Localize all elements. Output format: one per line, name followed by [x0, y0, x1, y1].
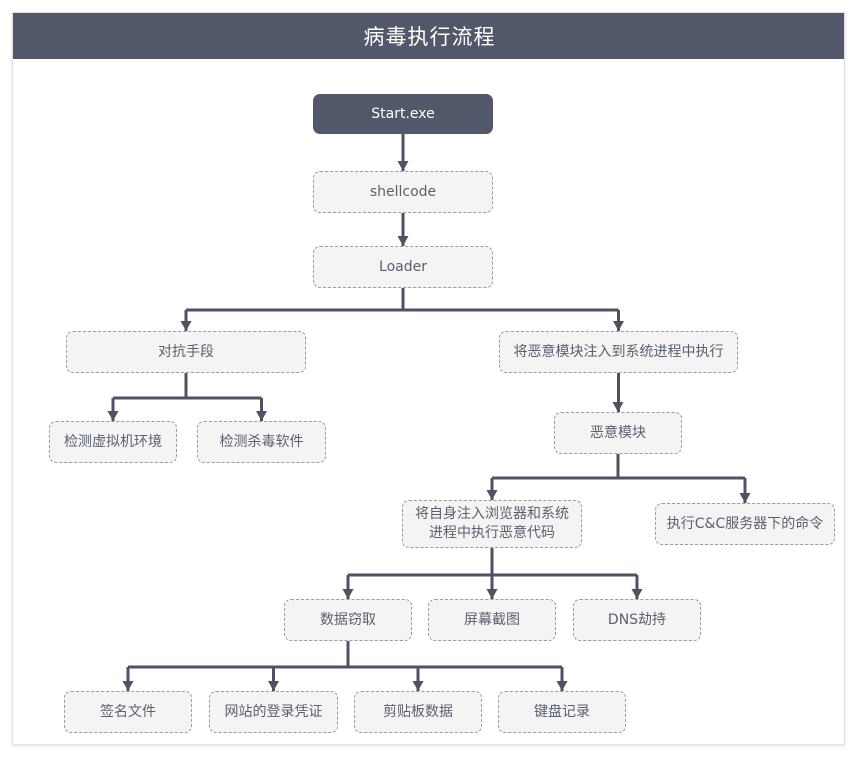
flow-node-label: 检测杀毒软件 [219, 433, 304, 450]
flow-node-label: 网站的登录凭证 [224, 703, 323, 720]
flow-node-label: 对抗手段 [158, 343, 214, 360]
flow-node-label: Start.exe [371, 105, 435, 122]
flow-node-label: 数据窃取 [320, 611, 376, 628]
flow-node-label: DNS劫持 [607, 611, 667, 628]
flow-arrowhead [268, 681, 279, 691]
flow-node-label: 键盘记录 [534, 703, 590, 720]
flow-node-label: 签名文件 [100, 703, 156, 720]
flow-node-inject[interactable]: 将恶意模块注入到系统进程中执行 [499, 331, 738, 373]
flow-node-clipboard[interactable]: 剪贴板数据 [354, 691, 482, 733]
flow-node-keylog[interactable]: 键盘记录 [498, 691, 626, 733]
flow-arrowhead [631, 589, 643, 599]
flow-node-steal[interactable]: 数据窃取 [284, 599, 412, 641]
flow-node-shellcode[interactable]: shellcode [313, 171, 493, 213]
flow-arrowhead [342, 589, 354, 599]
flow-node-label: Loader [379, 258, 427, 275]
flow-node-dns[interactable]: DNS劫持 [573, 599, 701, 641]
flow-arrowhead [612, 402, 624, 412]
flow-arrowhead [739, 493, 751, 503]
flow-arrowhead [412, 681, 424, 691]
flow-node-selfinject[interactable]: 将自身注入浏览器和系统 进程中执行恶意代码 [402, 500, 582, 548]
flow-node-cnc[interactable]: 执行C&C服务器下的命令 [655, 503, 835, 545]
flow-arrowhead [107, 411, 119, 421]
flow-arrowhead [397, 161, 409, 171]
flow-node-loader[interactable]: Loader [313, 246, 493, 288]
flow-arrowhead [180, 321, 192, 331]
flow-node-label: 将恶意模块注入到系统进程中执行 [513, 343, 724, 360]
flow-arrowhead [486, 589, 498, 599]
flow-node-label: 剪贴板数据 [383, 703, 453, 720]
flow-node-label: 检测虚拟机环境 [64, 433, 162, 450]
flow-node-label: 恶意模块 [590, 424, 646, 441]
flow-arrowhead [556, 681, 568, 691]
flow-node-signfile[interactable]: 签名文件 [64, 691, 192, 733]
flow-node-start[interactable]: Start.exe [313, 94, 493, 134]
flow-arrowhead [613, 321, 624, 331]
flow-arrowhead [122, 681, 134, 691]
flow-arrowhead [397, 236, 409, 246]
flow-node-label: 将自身注入浏览器和系统 进程中执行恶意代码 [415, 506, 569, 541]
flow-node-screenshot[interactable]: 屏幕截图 [428, 599, 556, 641]
edge-layer [107, 134, 751, 691]
flow-node-detectav[interactable]: 检测杀毒软件 [197, 421, 326, 463]
page-title: 病毒执行流程 [363, 25, 496, 49]
flow-node-antidbg[interactable]: 对抗手段 [66, 331, 306, 373]
flow-node-webcred[interactable]: 网站的登录凭证 [209, 691, 338, 733]
title-bar: 病毒执行流程 [13, 13, 844, 59]
flow-node-detectvm[interactable]: 检测虚拟机环境 [49, 421, 177, 463]
flow-node-module[interactable]: 恶意模块 [554, 412, 682, 454]
flow-node-label: 执行C&C服务器下的命令 [666, 515, 824, 532]
flow-arrowhead [256, 411, 267, 421]
flow-arrowhead [486, 490, 498, 500]
flow-node-label: 屏幕截图 [464, 611, 520, 628]
flow-node-label: shellcode [369, 183, 437, 200]
